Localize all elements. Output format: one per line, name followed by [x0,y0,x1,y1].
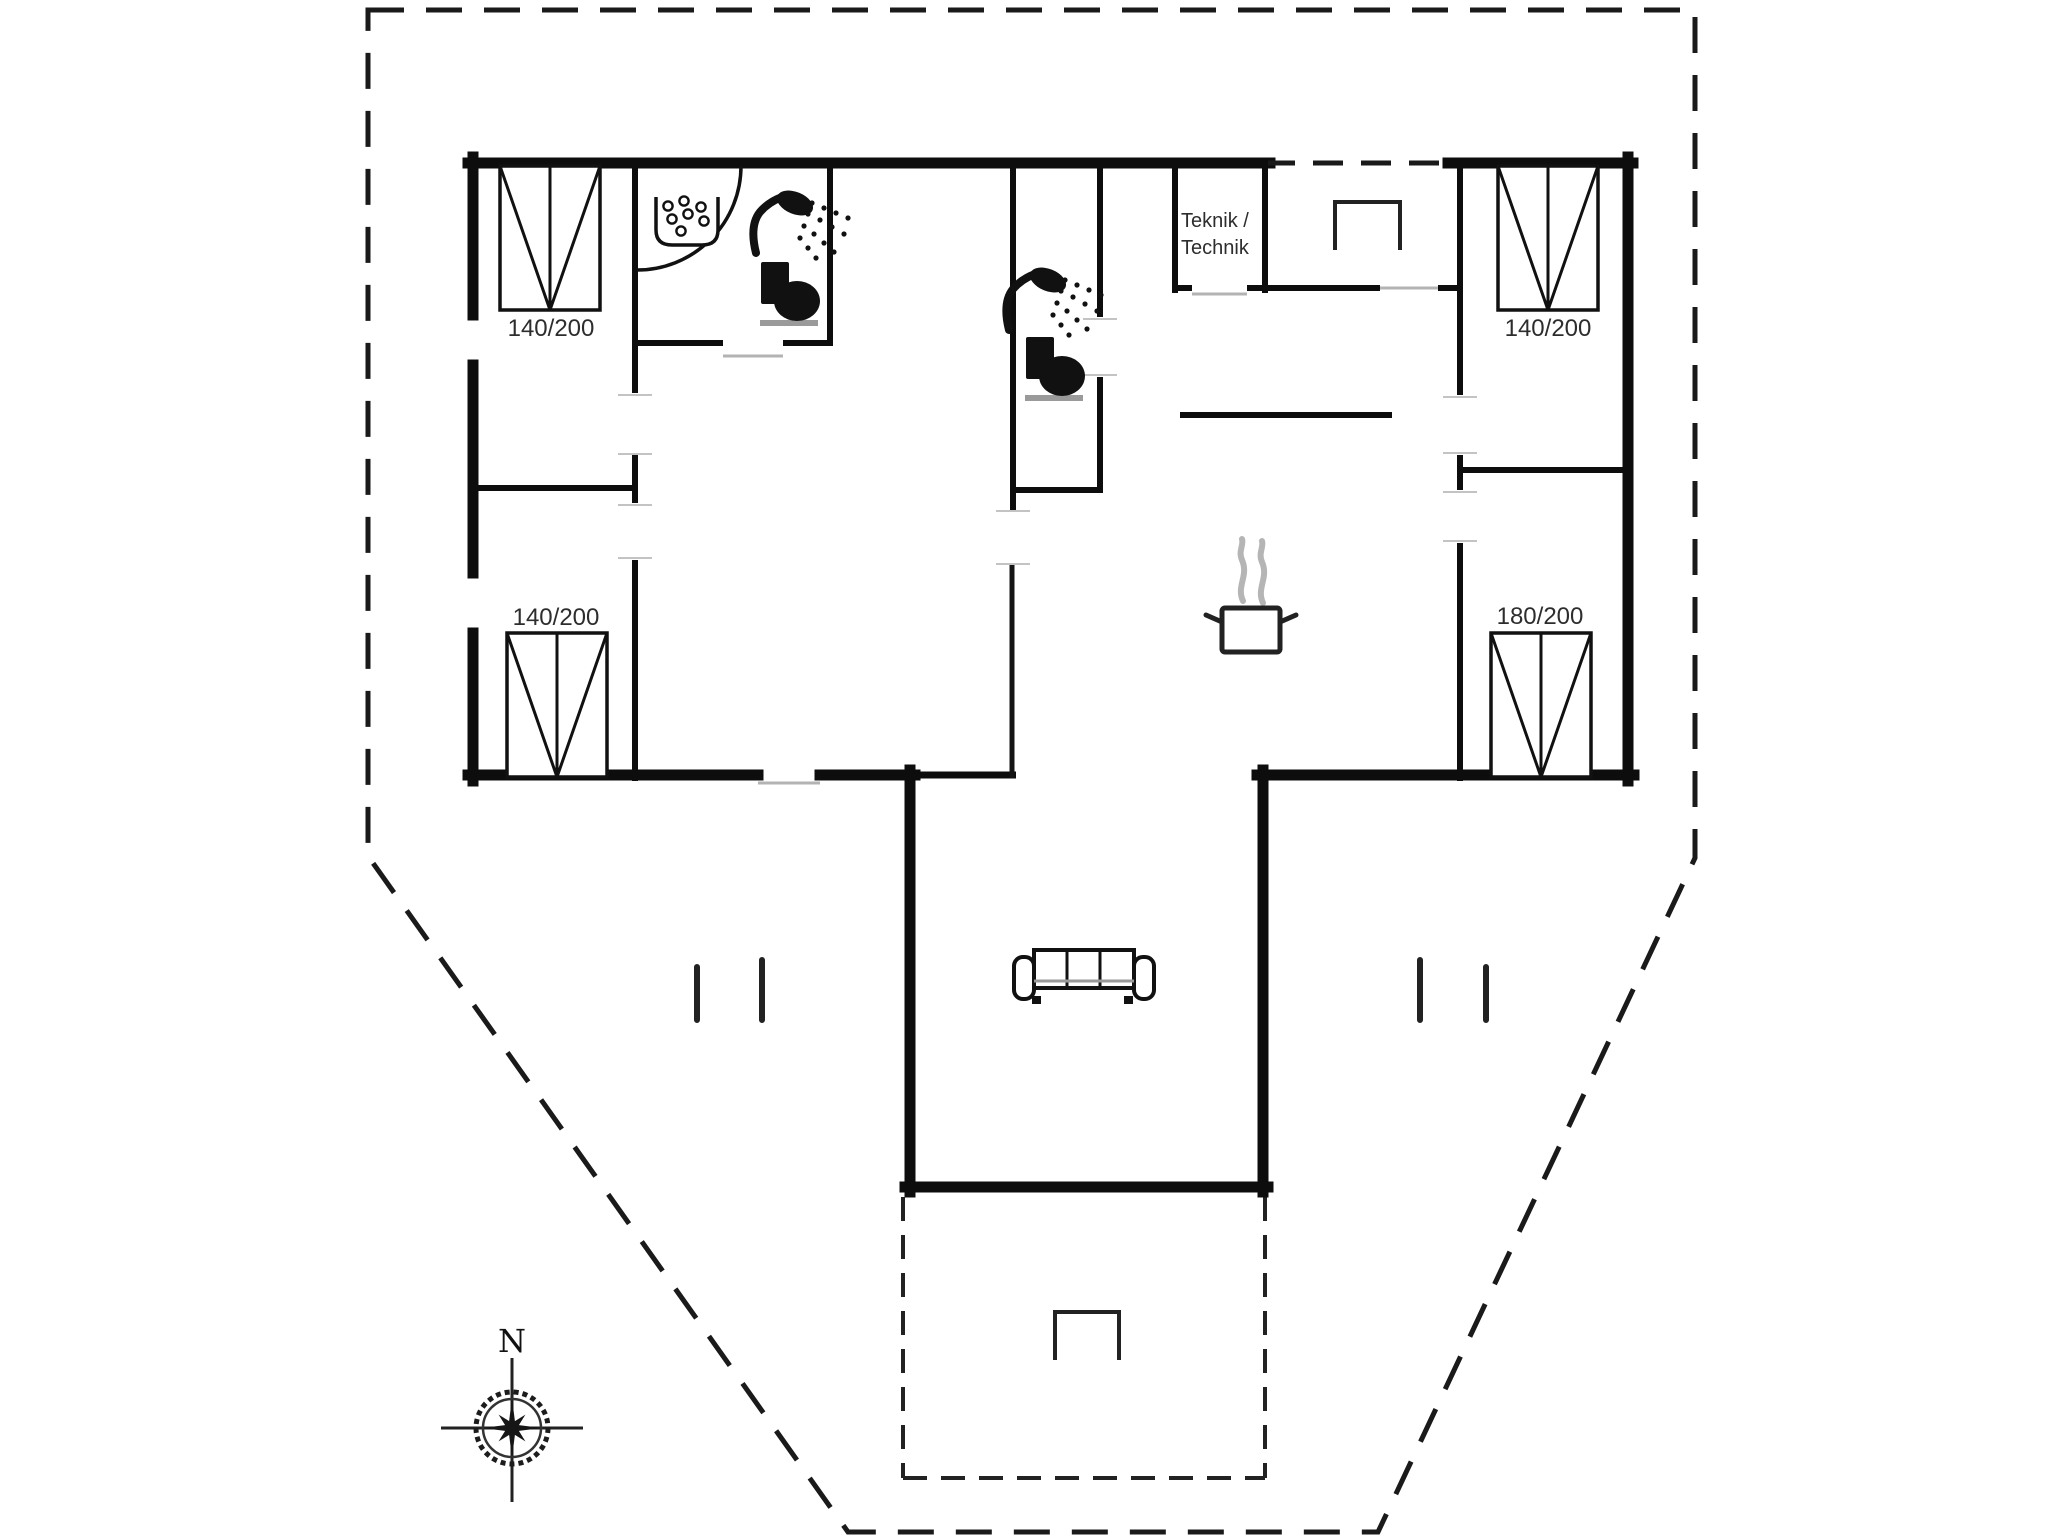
double-bed-icon [498,164,602,312]
shower-icon [753,186,850,261]
property-boundary [365,7,1698,1535]
terrace-posts [694,957,1489,1023]
bed-size-label: 140/200 [508,315,595,342]
double-bed-icon [1489,631,1593,779]
double-bed-icon [1496,164,1600,312]
cooking-pot-icon [1203,536,1299,655]
technical-room-line1: Teknik / [1181,210,1249,232]
toilet-icon [1025,337,1085,398]
terrace-marker [1053,1310,1121,1360]
sofa-icon [1012,948,1156,1004]
bed-bottom-right: 180/200 [1489,603,1593,779]
technical-room-line2: Technik [1181,237,1250,259]
terrace-outline [901,1197,1267,1480]
technical-room-label: Teknik / Technik [1181,210,1250,259]
bed-size-label: 140/200 [1505,315,1592,342]
compass-north-label: N [498,1322,526,1360]
door-window-openings [618,286,1477,785]
shower-icon [1006,263,1103,338]
double-bed-icon [505,631,609,779]
compass-rose-icon: N [441,1322,583,1502]
bed-top-left: 140/200 [498,164,602,342]
interior-walls [476,160,1631,781]
porch-marker [1333,200,1402,250]
bed-bottom-left: 140/200 [505,604,609,779]
washbasin-icon [654,195,720,247]
bed-size-label: 180/200 [1497,603,1584,630]
bed-size-label: 140/200 [513,604,600,631]
toilet-icon [760,262,820,323]
bed-top-right: 140/200 [1496,164,1600,342]
